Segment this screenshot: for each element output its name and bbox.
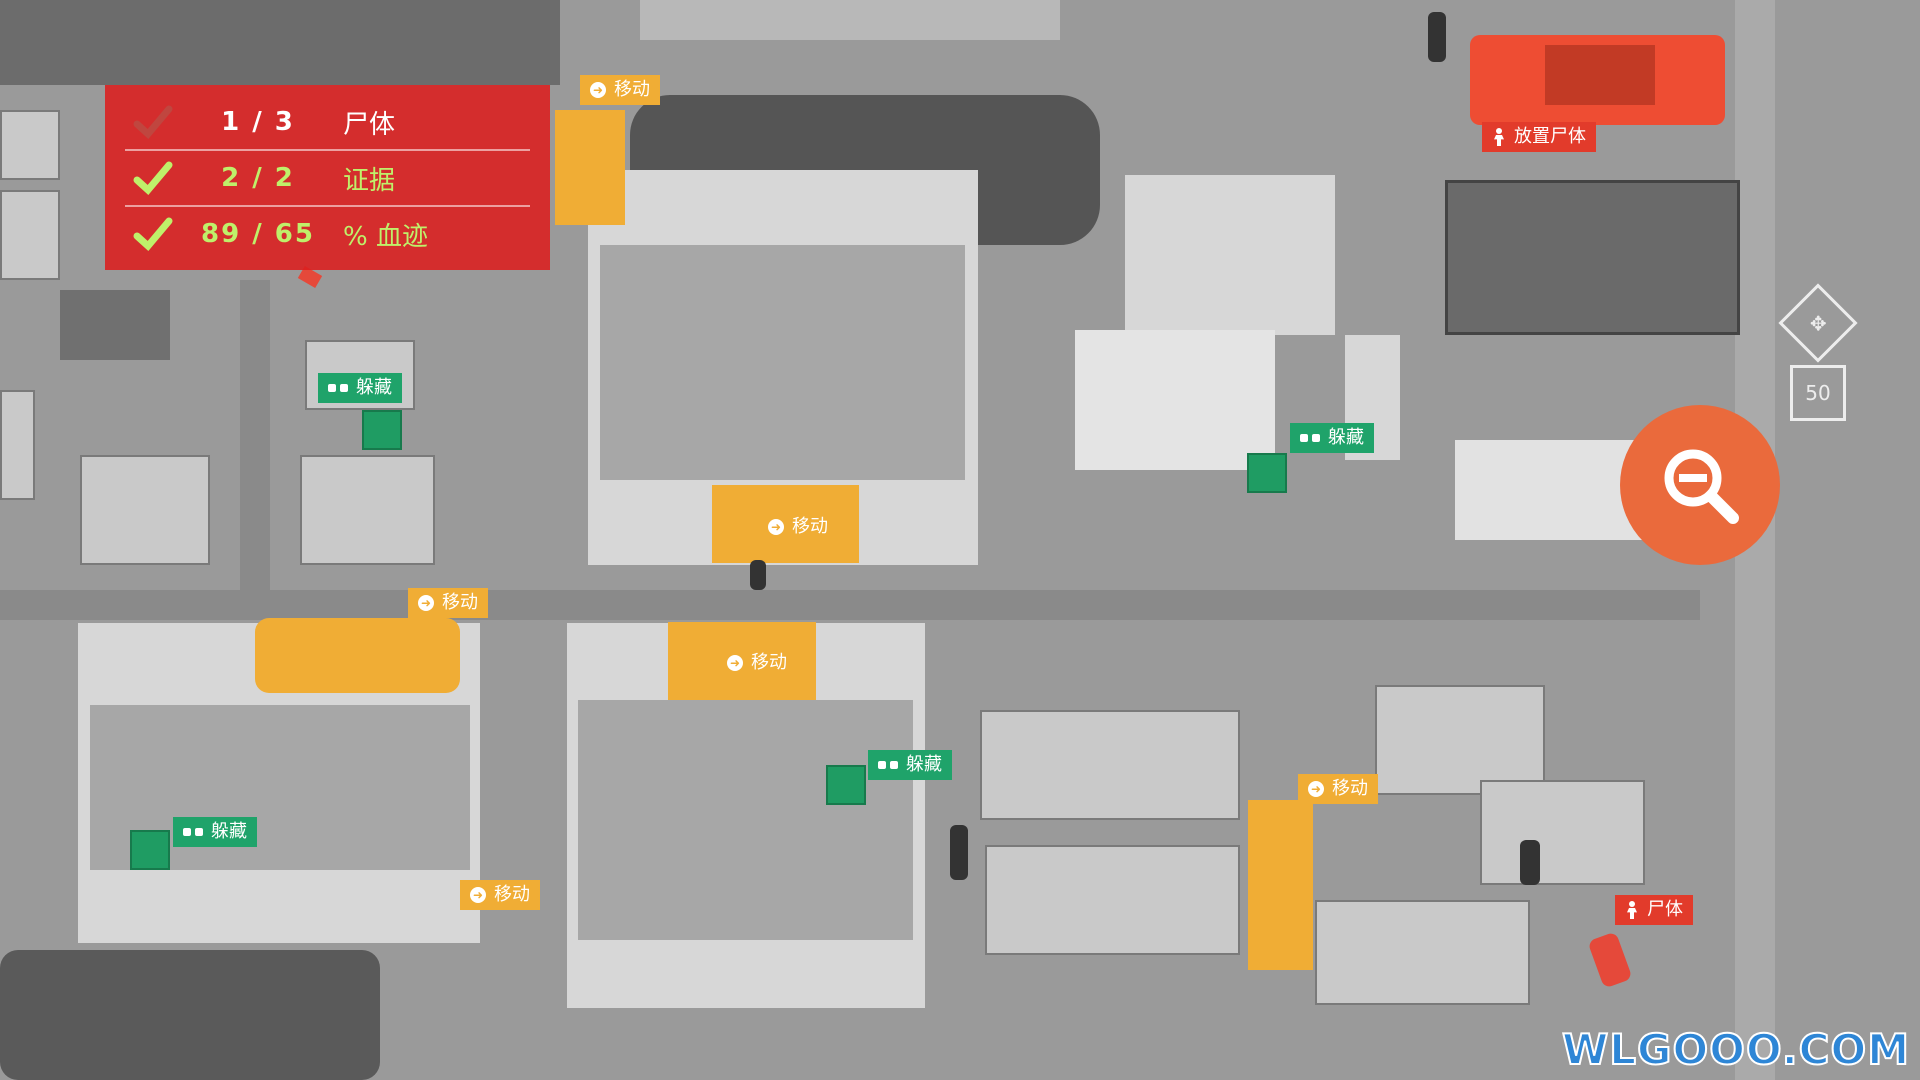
hide-button[interactable]: 躲藏	[173, 817, 257, 847]
police-officer	[1520, 840, 1540, 885]
move-button[interactable]: ➜ 移动	[408, 588, 488, 618]
body-label: 尸体	[1647, 899, 1683, 920]
hide-button[interactable]: 躲藏	[868, 750, 952, 780]
crate	[0, 190, 60, 280]
crate	[80, 455, 210, 565]
eyes-icon	[328, 383, 348, 393]
hide-button[interactable]: 躲藏	[318, 373, 402, 403]
exit-zone	[555, 110, 625, 225]
place-body-button[interactable]: 放置尸体	[1482, 122, 1596, 152]
crate	[300, 455, 435, 565]
objective-label: % 血迹	[343, 221, 428, 252]
move-label: 移动	[442, 592, 478, 613]
building-south-floor	[578, 700, 913, 940]
objective-count: 1 / 3	[221, 107, 295, 137]
move-button[interactable]: ➜ 移动	[460, 880, 540, 910]
hide-spot[interactable]	[130, 830, 170, 870]
yellow-car	[255, 618, 460, 693]
road-horizontal	[0, 590, 1700, 620]
red-car-roof	[1545, 45, 1655, 105]
police-officer	[1428, 12, 1446, 62]
move-button[interactable]: ➜ 移动	[1298, 774, 1378, 804]
hide-label: 躲藏	[211, 821, 247, 842]
exit-zone	[1248, 800, 1313, 970]
hide-label: 躲藏	[1328, 427, 1364, 448]
check-icon	[133, 216, 173, 252]
eyes-icon	[183, 827, 203, 837]
arrow-right-icon: ➜	[470, 887, 486, 903]
objective-bodies: 1 / 3 尸体	[125, 95, 530, 151]
hide-spot[interactable]	[826, 765, 866, 805]
arrow-right-icon: ➜	[418, 595, 434, 611]
map-compass-icon[interactable]: ✥	[1778, 283, 1858, 363]
move-label: 移动	[751, 652, 787, 673]
watermark: WLGOOO.COM	[1561, 1024, 1910, 1075]
objective-blood: 89 / 65 % 血迹	[125, 207, 530, 261]
crate-stack	[980, 710, 1240, 820]
move-label: 移动	[494, 884, 530, 905]
body-button[interactable]: 尸体	[1615, 895, 1693, 925]
hide-spot[interactable]	[362, 410, 402, 450]
crate-stack	[1315, 900, 1530, 1005]
arrow-right-icon: ➜	[590, 82, 606, 98]
objective-evidence: 2 / 2 证据	[125, 151, 530, 207]
person-icon	[1625, 901, 1639, 919]
objective-count: 89 / 65	[201, 219, 315, 249]
eyes-icon	[878, 760, 898, 770]
fence-box	[60, 290, 170, 360]
police-officer	[950, 825, 968, 880]
move-label: 移动	[1332, 778, 1368, 799]
move-label: 移动	[614, 79, 650, 100]
eyes-icon	[1300, 433, 1320, 443]
hide-spot[interactable]	[1247, 453, 1287, 493]
move-button[interactable]: ➜ 移动	[717, 648, 797, 678]
hide-label: 躲藏	[906, 754, 942, 775]
place-body-label: 放置尸体	[1514, 126, 1586, 147]
move-button[interactable]: ➜ 移动	[758, 512, 838, 542]
hide-label: 躲藏	[356, 377, 392, 398]
person-icon	[1492, 128, 1506, 146]
objective-label: 证据	[343, 165, 396, 196]
fenced-garden	[1445, 180, 1740, 335]
arrow-right-icon: ➜	[1308, 781, 1324, 797]
arrow-right-icon: ➜	[768, 519, 784, 535]
top-left-debris	[0, 0, 560, 85]
crate-stack	[985, 845, 1240, 955]
objective-count: 2 / 2	[221, 163, 295, 193]
tree-cluster	[0, 950, 380, 1080]
crate	[0, 390, 35, 500]
check-icon	[133, 104, 173, 140]
objectives-panel: 1 / 3 尸体 2 / 2 证据 89 / 65 % 血迹	[105, 85, 550, 270]
speed-sign-icon[interactable]: 50	[1790, 365, 1846, 421]
road-vertical-left	[240, 280, 270, 610]
crate-stack	[1375, 685, 1545, 795]
crate-stack	[1480, 780, 1645, 885]
crate	[0, 110, 60, 180]
move-button[interactable]: ➜ 移动	[580, 75, 660, 105]
house-porch	[1075, 330, 1275, 470]
objective-label: 尸体	[343, 109, 396, 140]
zoom-out-button[interactable]	[1620, 405, 1780, 565]
building-north-floor	[600, 245, 965, 480]
move-label: 移动	[792, 516, 828, 537]
house-roof	[1125, 175, 1335, 335]
top-strip	[640, 0, 1060, 40]
zoom-out-icon	[1664, 449, 1739, 524]
check-icon	[133, 160, 173, 196]
arrow-right-icon: ➜	[727, 655, 743, 671]
dead-body[interactable]	[1587, 931, 1633, 989]
hide-button[interactable]: 躲藏	[1290, 423, 1374, 453]
police-officer	[750, 560, 766, 590]
